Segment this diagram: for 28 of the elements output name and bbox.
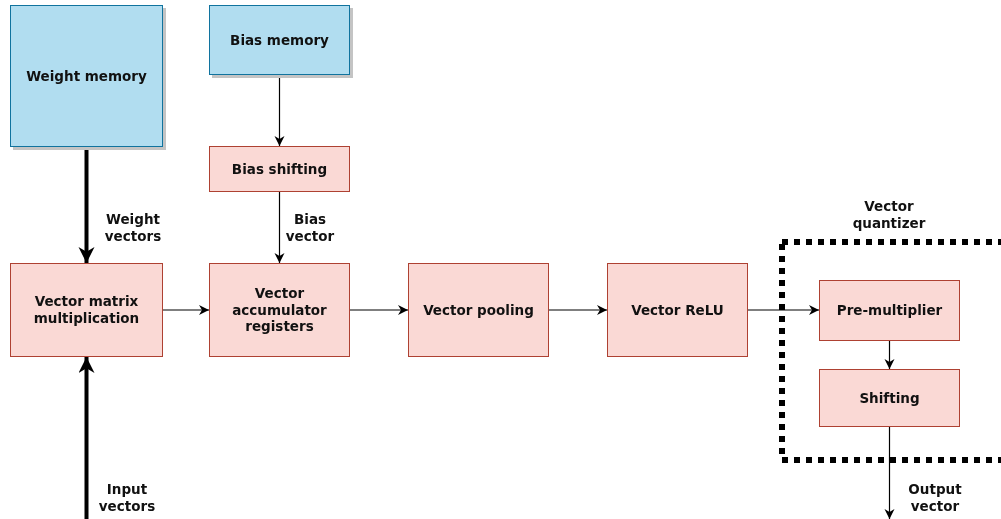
arrow: [78, 147, 95, 263]
box-label: Vector accumulator registers: [231, 284, 328, 336]
process-box: [607, 263, 748, 357]
arrow: [548, 305, 608, 315]
box-label: Vector ReLU: [631, 301, 724, 319]
box-label: Bias shifting: [231, 160, 328, 178]
process-box: [10, 263, 163, 357]
box-label: Vector pooling: [423, 301, 534, 319]
process-box: [10, 5, 163, 147]
arrow: [349, 305, 409, 315]
box-label: Weight memory: [26, 67, 147, 85]
arrow: [884, 426, 895, 519]
arrow: [274, 191, 285, 264]
box-label: Pre-multiplier: [836, 302, 943, 319]
process-box: [819, 369, 960, 427]
group-heading: Vector quantizer: [851, 198, 927, 232]
box-label: Vector matrix multiplication: [32, 293, 141, 327]
process-box: [209, 5, 350, 75]
box-label: Bias memory: [230, 31, 329, 49]
arrow: [162, 305, 210, 315]
arrow: [747, 305, 820, 315]
box-label: Shifting: [859, 389, 920, 407]
arrow: [884, 340, 895, 370]
process-box: [408, 263, 549, 357]
arrow: [78, 357, 95, 519]
process-box: [819, 280, 960, 341]
process-box: [209, 146, 350, 192]
process-box: [209, 263, 350, 357]
